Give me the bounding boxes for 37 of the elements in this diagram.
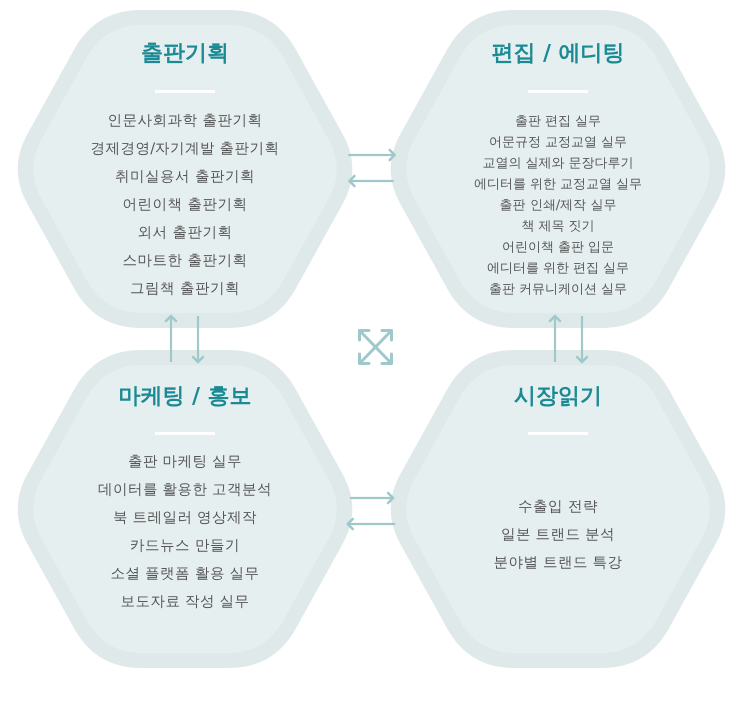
course-item: 출판 커뮤니케이션 실무 [488, 281, 628, 299]
course-item: 카드뉴스 만들기 [130, 537, 240, 556]
course-item: 출판 편집 실무 [514, 113, 602, 131]
course-item: 어린이책 출판 입문 [502, 239, 614, 257]
course-item: 교열의 실제와 문장다루기 [482, 155, 634, 173]
course-item: 책 제목 짓기 [521, 218, 595, 236]
arrow [576, 316, 588, 364]
arrow [192, 316, 204, 364]
course-item: 외서 출판기획 [138, 224, 232, 243]
course-item: 에디터를 위한 교정교열 실무 [474, 176, 642, 194]
arrow [346, 518, 396, 530]
arrow [350, 492, 394, 504]
course-item: 수출입 전략 [518, 498, 598, 517]
hexagon-title: 출판기획 [141, 41, 229, 67]
hexagon-title: 시장읽기 [514, 384, 602, 410]
course-item: 보도자료 작성 실무 [120, 593, 250, 612]
course-item: 경제경영/자기계발 출판기획 [90, 140, 280, 159]
course-item: 어문규정 교정교열 실무 [488, 134, 628, 152]
course-item: 인문사회과학 출판기획 [108, 112, 262, 131]
course-item: 취미실용서 출판기획 [115, 168, 255, 187]
course-item: 데이터를 활용한 고객분석 [98, 481, 272, 500]
course-item: 일본 트랜드 분석 [500, 526, 616, 545]
hexagon-title: 편집 / 에디팅 [491, 41, 625, 67]
course-item: 소셜 플랫폼 활용 실무 [110, 565, 260, 584]
arrow [348, 174, 394, 188]
course-item: 스마트한 출판기획 [122, 252, 248, 271]
course-item: 출판 인쇄/제작 실무 [500, 197, 616, 215]
hexagon-title: 마케팅 / 홍보 [118, 384, 252, 410]
course-item: 그림책 출판기획 [130, 280, 240, 299]
course-item: 출판 마케팅 실무 [128, 453, 242, 472]
arrow [164, 314, 178, 362]
course-item: 북 트레일러 영상제작 [112, 509, 258, 528]
arrow [548, 314, 562, 362]
course-item: 어린이책 출판기획 [122, 196, 248, 215]
course-item: 분야별 트랜드 특강 [493, 554, 623, 573]
course-item: 에디터를 위한 편집 실무 [486, 260, 630, 278]
arrow [348, 148, 396, 162]
